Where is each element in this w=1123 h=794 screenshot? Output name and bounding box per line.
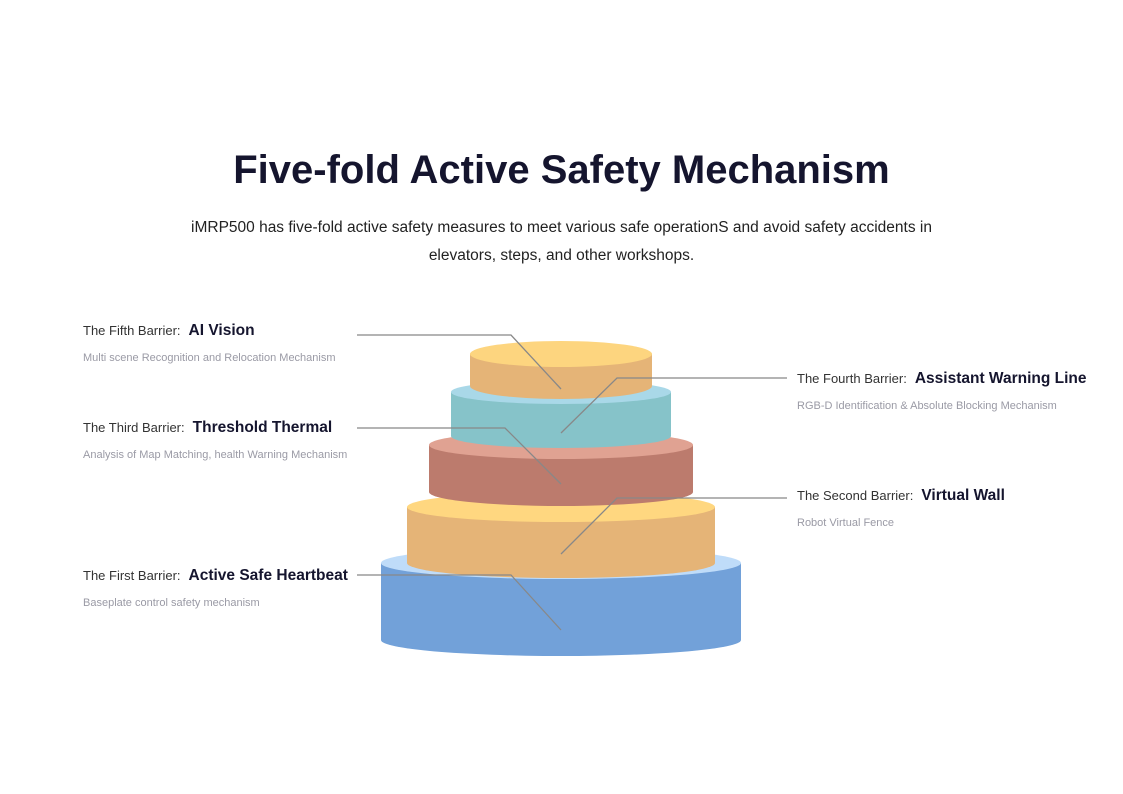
leader-line-fourth: [560, 377, 787, 434]
leader-lines: [357, 334, 787, 631]
barrier-name: Active Safe Heartbeat: [188, 567, 348, 584]
barrier-subtitle: Baseplate control safety mechanism: [83, 597, 260, 609]
barrier-subtitle: Robot Virtual Fence: [797, 517, 895, 529]
label-fourth-barrier: The Fourth Barrier: Assistant Warning Lin…: [797, 370, 1087, 412]
leader-line-third: [357, 427, 562, 485]
barrier-name: Virtual Wall: [921, 487, 1005, 504]
tier-third-side: [429, 445, 693, 506]
description: iMRP500 has five-fold active safety meas…: [191, 219, 932, 264]
barrier-prefix: The Third Barrier:: [83, 420, 185, 435]
barrier-name: Threshold Thermal: [192, 419, 333, 436]
label-fifth-barrier: The Fifth Barrier: AI Vision Multi scene …: [83, 322, 336, 364]
tier-fifth-top: [470, 341, 652, 367]
barrier-prefix: The Fourth Barrier:: [797, 371, 907, 386]
leader-line-fifth: [357, 334, 562, 390]
page-title: Five-fold Active Safety Mechanism: [233, 148, 890, 192]
label-first-barrier: The First Barrier:Active Safe Heartbeat …: [83, 567, 348, 609]
label-second-barrier: The Second Barrier: Virtual Wall Robot Vi…: [797, 487, 1005, 529]
barrier-subtitle: Analysis of Map Matching, health Warning…: [83, 449, 348, 461]
barrier-subtitle: Multi scene Recognition and Relocation M…: [83, 352, 336, 364]
leader-line-first: [357, 574, 562, 631]
barrier-subtitle: RGB-D Identification & Absolute Blocking…: [797, 400, 1057, 412]
barrier-prefix: The First Barrier:: [83, 568, 181, 583]
tier-first-side: [381, 563, 741, 656]
barrier-name: Assistant Warning Line: [914, 370, 1087, 387]
tier-second-side: [407, 507, 715, 578]
barrier-name: AI Vision: [188, 322, 255, 339]
label-third-barrier: The Third Barrier: Threshold Thermal Anal…: [83, 419, 347, 461]
leader-line-second: [560, 497, 787, 555]
barrier-prefix: The Second Barrier:: [797, 488, 914, 503]
tier-fourth-side: [451, 392, 671, 448]
barrier-prefix: The Fifth Barrier:: [83, 323, 181, 338]
